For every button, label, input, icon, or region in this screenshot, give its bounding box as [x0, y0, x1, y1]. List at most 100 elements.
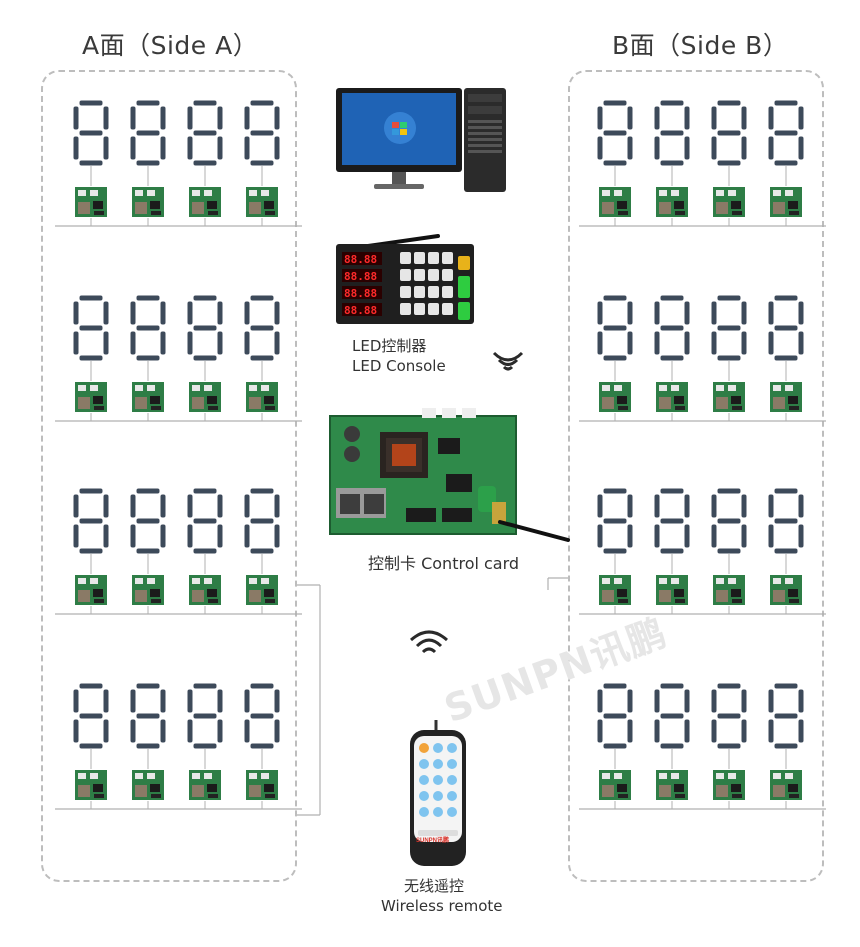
console-display-text: 88.88 — [344, 253, 377, 266]
console-key — [428, 269, 439, 281]
seven-segment-digit — [654, 683, 690, 749]
driver-board-icon — [132, 382, 164, 412]
driver-board-icon — [132, 770, 164, 800]
driver-board-icon — [770, 382, 802, 412]
seven-segment-digit — [654, 295, 690, 361]
driver-board-icon — [656, 770, 688, 800]
wireless-signal-icon — [492, 351, 524, 371]
seven-segment-digit — [130, 683, 166, 749]
seven-segment-digit — [187, 683, 223, 749]
console-key — [414, 303, 425, 315]
driver-board-icon — [75, 382, 107, 412]
seven-segment-digit — [711, 100, 747, 166]
driver-board-icon — [770, 187, 802, 217]
remote-label-cn: 无线遥控 — [404, 877, 465, 895]
seven-segment-digit — [654, 488, 690, 554]
console-key — [442, 252, 453, 264]
driver-board-icon — [656, 575, 688, 605]
control-card-icon — [329, 408, 570, 542]
console-key — [428, 252, 439, 264]
driver-board-icon — [246, 770, 278, 800]
seven-segment-digit — [711, 683, 747, 749]
led-console-label-en: LED Console — [352, 357, 446, 375]
seven-segment-digit — [768, 100, 804, 166]
seven-segment-digit — [711, 488, 747, 554]
control-card-label: 控制卡 Control card — [368, 554, 520, 573]
console-display-text: 88.88 — [344, 304, 377, 317]
seven-segment-digit — [597, 488, 633, 554]
console-key — [400, 286, 411, 298]
seven-segment-digit — [130, 295, 166, 361]
driver-board-icon — [75, 770, 107, 800]
console-key — [414, 252, 425, 264]
seven-segment-digit — [711, 295, 747, 361]
driver-board-icon — [132, 575, 164, 605]
driver-board-icon — [713, 575, 745, 605]
seven-segment-digit — [244, 683, 280, 749]
seven-segment-digit — [187, 100, 223, 166]
driver-board-icon — [189, 382, 221, 412]
led-console-label-cn: LED控制器 — [352, 337, 427, 355]
driver-board-icon — [599, 187, 631, 217]
seven-segment-digit — [768, 295, 804, 361]
driver-board-icon — [189, 770, 221, 800]
driver-board-icon — [189, 575, 221, 605]
driver-board-icon — [132, 187, 164, 217]
driver-board-icon — [246, 382, 278, 412]
seven-segment-digit — [130, 488, 166, 554]
driver-board-icon — [713, 382, 745, 412]
driver-board-icon — [599, 770, 631, 800]
driver-board-icon — [713, 187, 745, 217]
driver-board-icon — [656, 187, 688, 217]
wireless-signal-icon — [410, 630, 448, 654]
side-b-panel — [568, 70, 824, 882]
seven-segment-digit — [130, 100, 166, 166]
driver-board-icon — [246, 575, 278, 605]
seven-segment-digit — [244, 295, 280, 361]
driver-board-icon — [246, 187, 278, 217]
driver-board-icon — [75, 575, 107, 605]
console-key — [400, 252, 411, 264]
seven-segment-digit — [597, 683, 633, 749]
led-console-icon: 88.88 88.88 88.88 88.88 — [336, 234, 474, 324]
driver-board-icon — [75, 187, 107, 217]
console-key — [400, 303, 411, 315]
console-key — [428, 303, 439, 315]
driver-board-icon — [599, 575, 631, 605]
computer-icon — [336, 88, 506, 192]
seven-segment-digit — [73, 295, 109, 361]
seven-segment-digit — [73, 488, 109, 554]
seven-segment-digit — [768, 683, 804, 749]
driver-board-icon — [713, 770, 745, 800]
wireless-remote-icon — [410, 720, 466, 866]
console-key — [428, 286, 439, 298]
console-key — [442, 286, 453, 298]
seven-segment-digit — [187, 295, 223, 361]
seven-segment-digit — [73, 683, 109, 749]
console-key — [442, 303, 453, 315]
seven-segment-digit — [244, 100, 280, 166]
seven-segment-digit — [654, 100, 690, 166]
driver-board-icon — [599, 382, 631, 412]
console-key — [414, 286, 425, 298]
console-key — [400, 269, 411, 281]
console-key — [442, 269, 453, 281]
seven-segment-digit — [597, 100, 633, 166]
seven-segment-digit — [244, 488, 280, 554]
remote-brand: SUNPN讯鹏 — [416, 838, 450, 844]
side-a-panel — [41, 70, 297, 882]
driver-board-icon — [770, 575, 802, 605]
console-display-text: 88.88 — [344, 287, 377, 300]
driver-board-icon — [656, 382, 688, 412]
seven-segment-digit — [187, 488, 223, 554]
seven-segment-digit — [768, 488, 804, 554]
seven-segment-digit — [73, 100, 109, 166]
side-a-title: A面（Side A） — [82, 31, 259, 60]
side-b-title: B面（Side B） — [612, 31, 789, 60]
console-display-text: 88.88 — [344, 270, 377, 283]
seven-segment-digit — [597, 295, 633, 361]
driver-board-icon — [189, 187, 221, 217]
remote-label-en: Wireless remote — [381, 897, 503, 915]
console-key — [414, 269, 425, 281]
driver-board-icon — [770, 770, 802, 800]
